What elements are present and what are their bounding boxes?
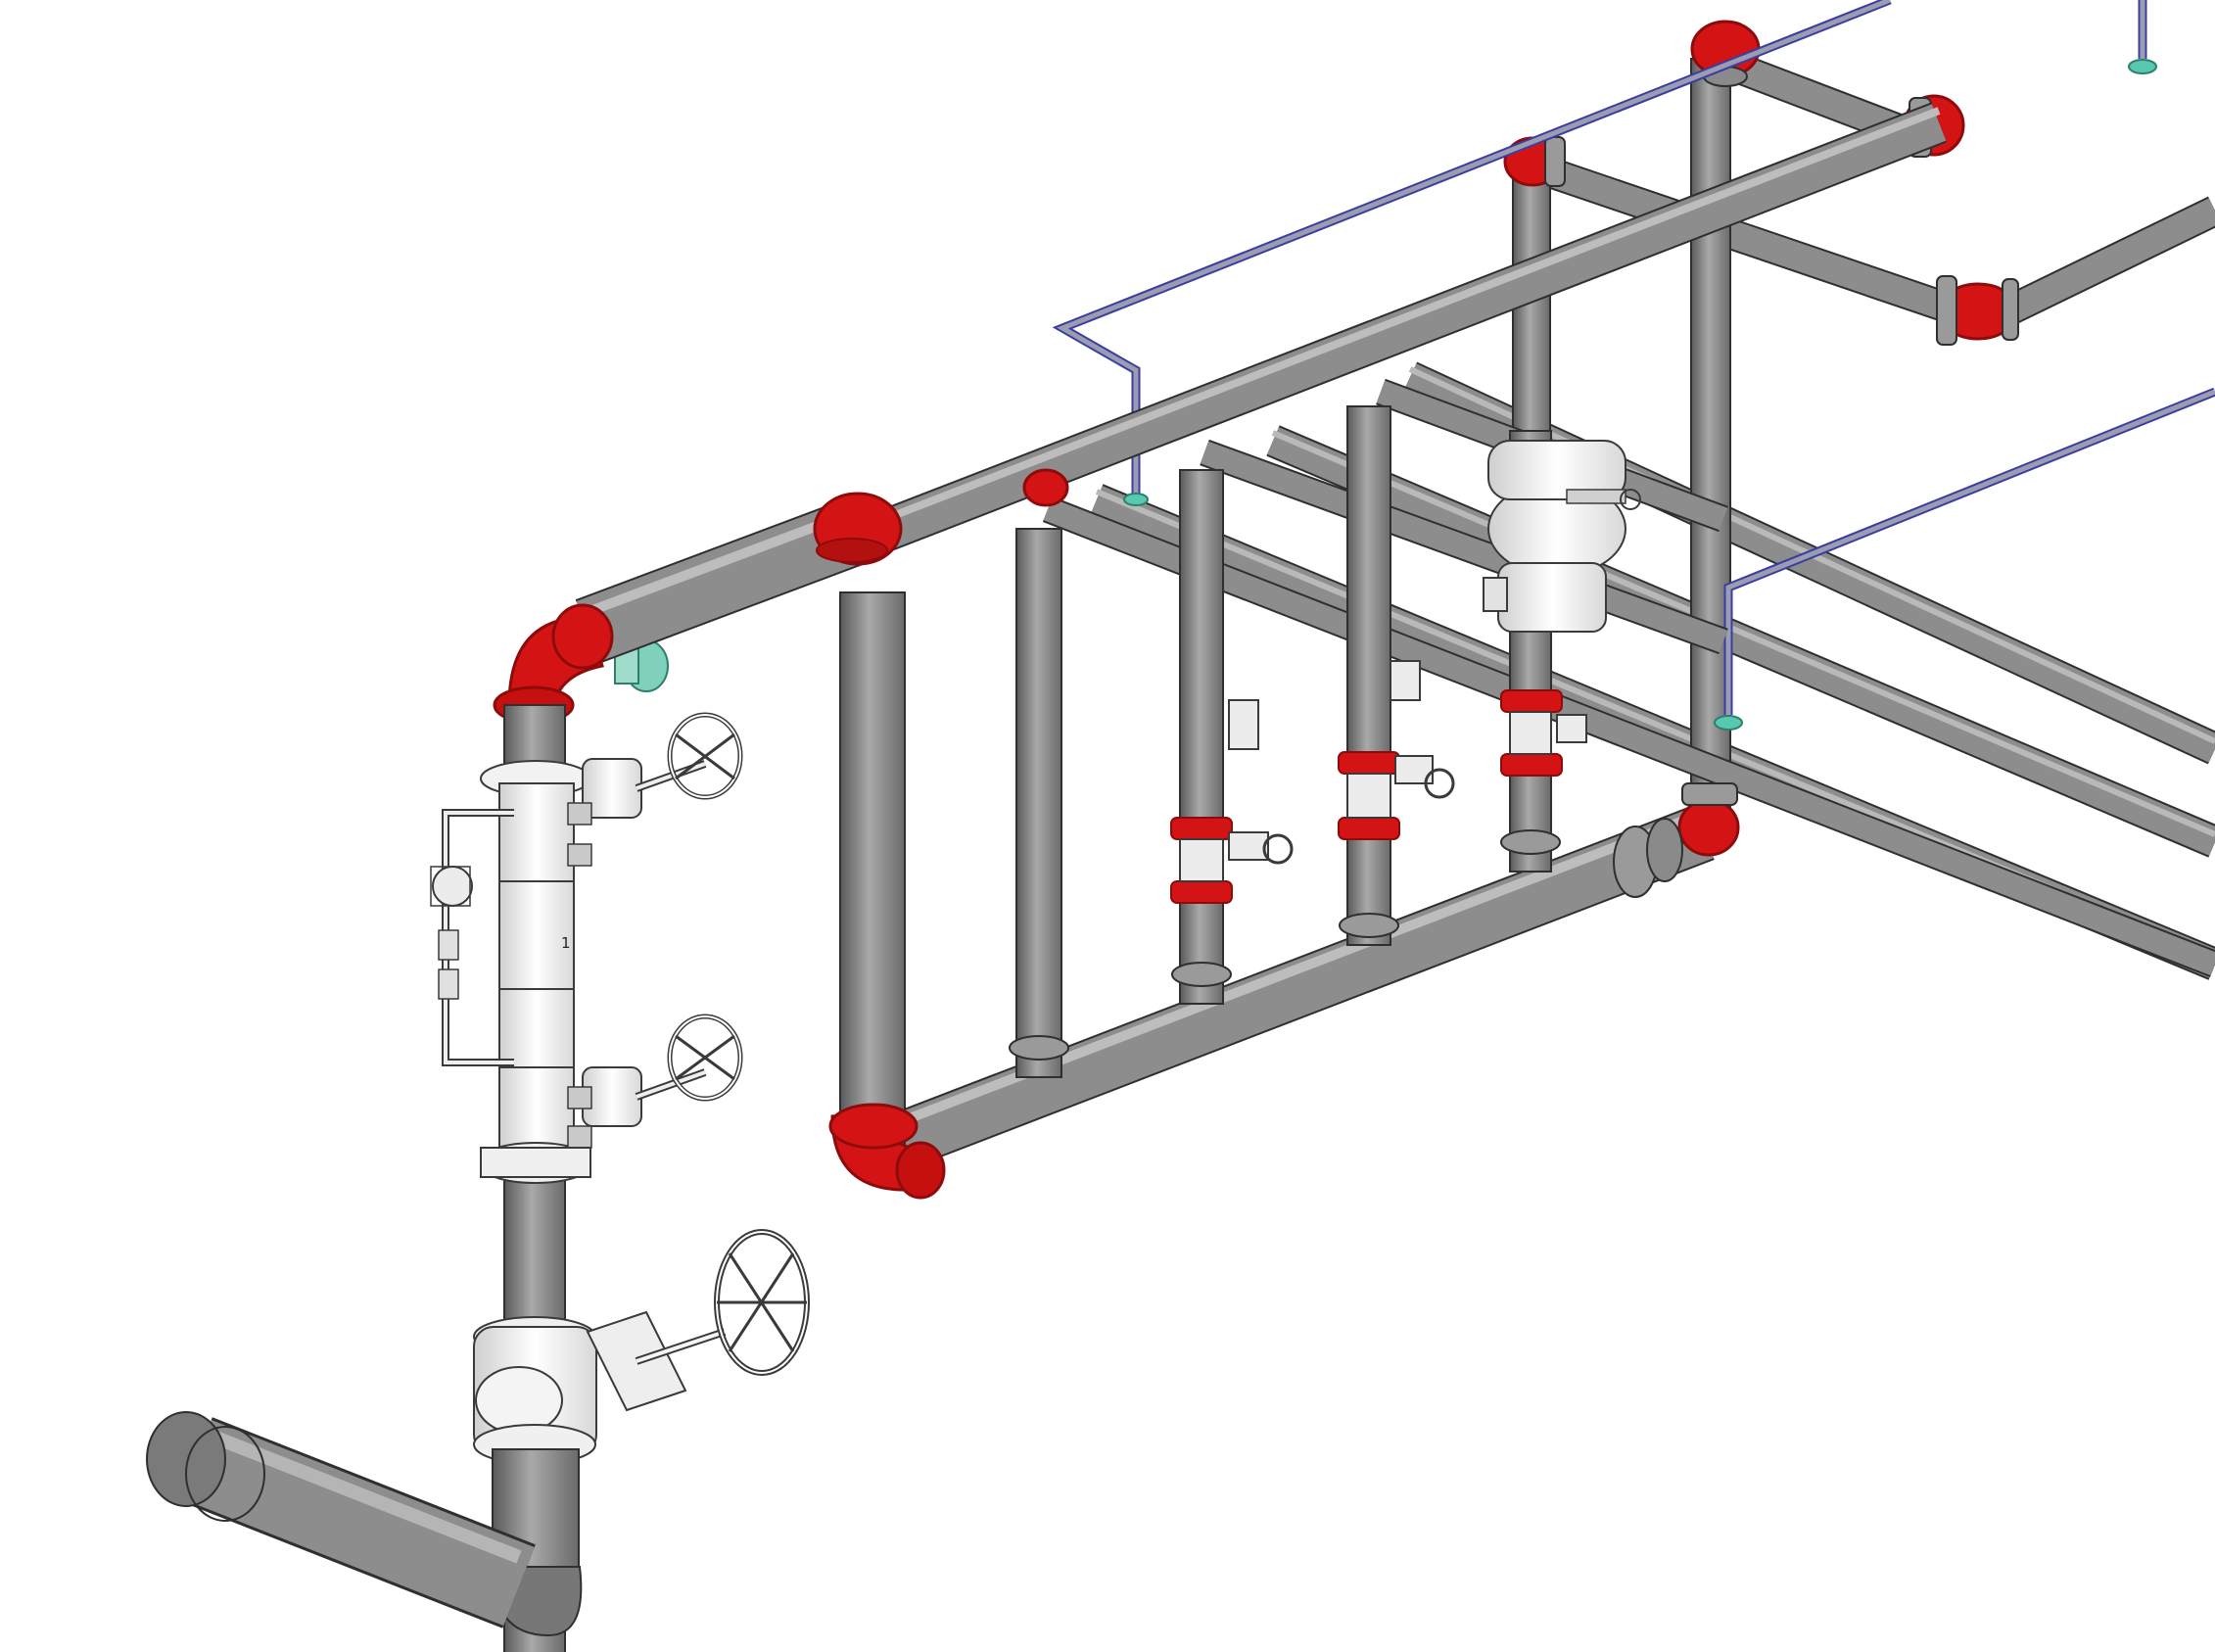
meter-bypass-loop (430, 809, 514, 1066)
drop-pipe-3 (1171, 469, 1232, 1005)
elbow-top-4 (1936, 275, 2019, 346)
main-isolation-valve (473, 1229, 810, 1465)
sprinkler-head-2 (1714, 715, 1743, 731)
gate-valve-upper (567, 712, 743, 867)
sprinkler-head-3 (2128, 59, 2157, 74)
red-coupling-group-1 (1170, 817, 1233, 904)
meter-label: 1 (561, 934, 571, 952)
red-coupling-group-3 (1500, 689, 1563, 777)
sprinkler-head-1 (1123, 493, 1149, 506)
alarm-check-valve (1483, 440, 1641, 633)
drop-pipe-left-column (839, 591, 906, 1152)
elbow-bottom-left (828, 1103, 946, 1200)
grooved-coupling-right (1613, 818, 1683, 898)
cross-pipe-1 (1042, 496, 2215, 978)
bottom-manifold-pipe (866, 804, 1715, 1179)
inlet-pipe-bottom (146, 1411, 583, 1637)
drop-pipe-4 (1339, 405, 1399, 946)
flange-lower (480, 1147, 591, 1184)
small-handwheel-valve-1 (1228, 699, 1294, 865)
elbow-header-1 (813, 492, 903, 566)
elbow-bottom-right (1677, 782, 1740, 857)
drop-pipe-2 (1009, 528, 1069, 1078)
pipe-run-far-right-middle (1266, 425, 2215, 858)
small-handwheel-valve-2 (1390, 660, 1455, 799)
elbow-header-2 (1022, 468, 1069, 507)
red-coupling-group-2 (1338, 751, 1400, 840)
small-handwheel-valve-3 (1556, 714, 1587, 743)
gate-valve-lower (567, 1014, 743, 1149)
cross-pipe-2 (1200, 439, 1728, 655)
